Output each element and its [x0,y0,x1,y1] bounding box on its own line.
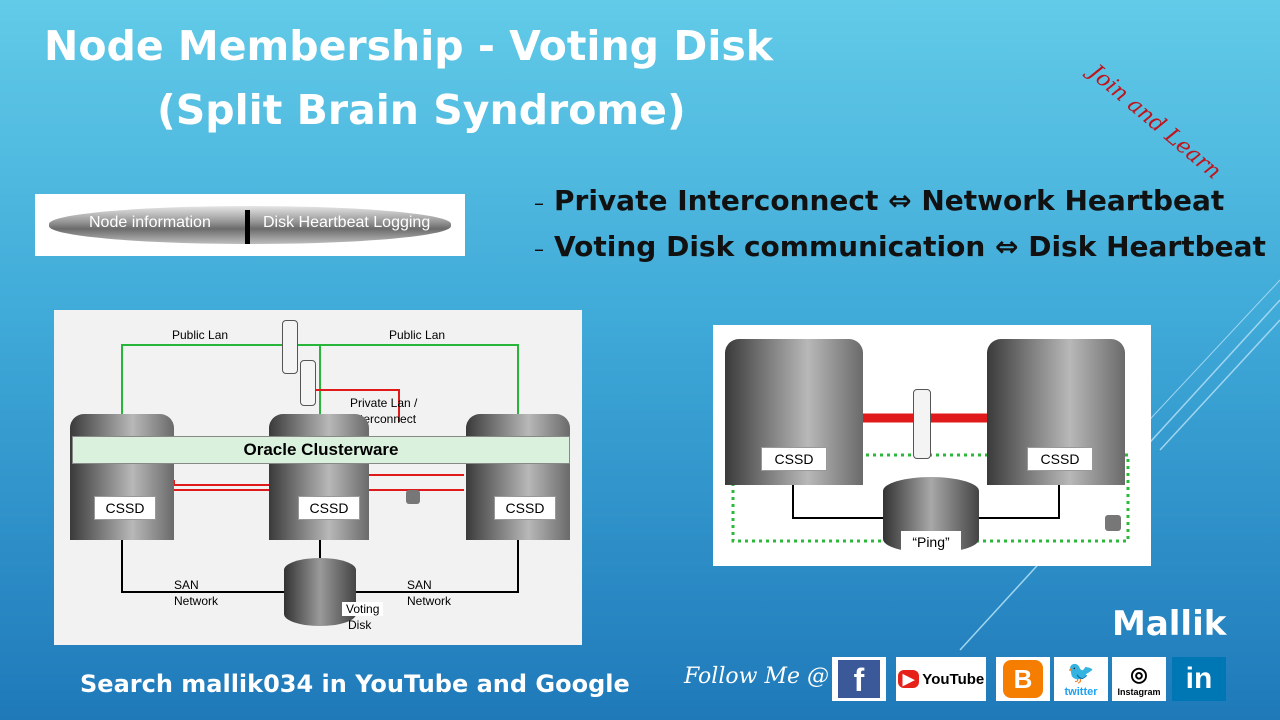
cluster-diagram: Public Lan Public Lan Private Lan / Inte… [54,310,582,645]
node-information-label: Node information [89,214,211,231]
facebook-icon[interactable]: f [832,657,886,701]
server-node-2 [269,414,369,540]
cssd-server-b: CSSD [1027,447,1093,471]
san-right-label: SAN [407,578,432,592]
oracle-clusterware-band: Oracle Clusterware [72,436,570,464]
server-node-3 [466,414,570,540]
bar-divider [245,210,250,244]
cssd-node-1: CSSD [94,496,156,520]
ping-label: “Ping” [901,531,961,553]
youtube-icon[interactable]: ▶YouTube [896,657,986,701]
cluster-wiring [121,344,519,593]
search-hint: Search mallik034 in YouTube and Google [80,670,630,698]
server-node-1 [70,414,174,540]
interconnect-switch-icon [300,360,316,406]
san-left-network-label: Network [174,594,219,608]
blogger-icon[interactable]: B [996,657,1050,701]
public-lan-right-label: Public Lan [389,328,446,342]
instagram-icon[interactable]: ◎Instagram [1112,657,1166,701]
disk-heartbeat-label: Disk Heartbeat Logging [263,214,431,231]
san-right-network-label: Network [407,594,452,608]
cssd-node-2: CSSD [298,496,360,520]
bullet-disk-heartbeat: –Voting Disk communication ⇔ Disk Heartb… [534,230,1266,263]
network-switch-icon [282,320,298,374]
cssd-node-3: CSSD [494,496,556,520]
disk-layout-bar: Node information Disk Heartbeat Logging [35,194,465,256]
cssd-server-a: CSSD [761,447,827,471]
disk-icon [406,490,420,504]
ping-diagram: CSSD CSSD “Ping” [713,325,1151,566]
interconnect-switch-icon [913,389,931,459]
author-name: Mallik [1112,604,1227,644]
san-left-label: SAN [174,578,199,592]
voting-label: Voting [342,602,384,616]
linkedin-icon[interactable]: in [1172,657,1226,701]
voting-disk-label: Disk [348,618,372,632]
bullet-network-heartbeat: –Private Interconnect ⇔ Network Heartbea… [534,184,1225,217]
small-disk-icon [1105,515,1121,531]
public-lan-left-label: Public Lan [172,328,229,342]
follow-me-label: Follow Me @ [684,664,829,689]
private-lan-label: Private Lan / [350,396,418,410]
slide-title: Node Membership - Voting Disk [44,22,774,70]
twitter-icon[interactable]: 🐦twitter [1054,657,1108,701]
slide-subtitle: (Split Brain Syndrome) [157,86,686,134]
